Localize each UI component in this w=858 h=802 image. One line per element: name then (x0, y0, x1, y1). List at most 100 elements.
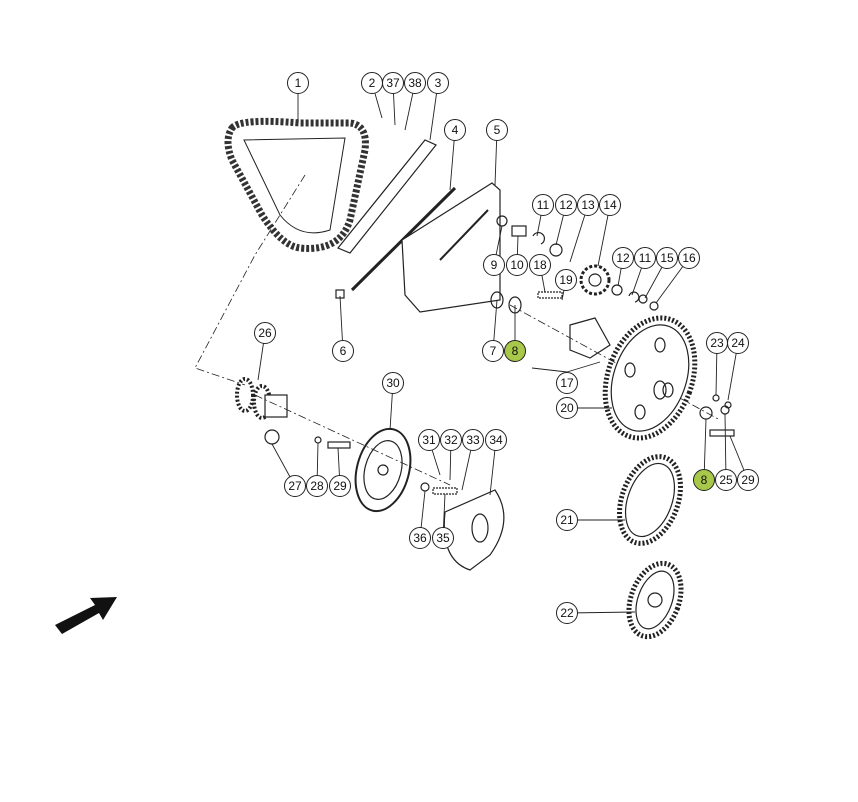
callout-2[interactable]: 2 (361, 72, 383, 94)
callout-label: 24 (731, 336, 745, 350)
callout-13[interactable]: 13 (577, 194, 599, 216)
callout-circle (612, 247, 634, 269)
callout-label: 6 (340, 344, 347, 358)
callout-circle (427, 72, 449, 94)
callout-circle (737, 469, 759, 491)
callout-circle (483, 254, 505, 276)
callout-circle (556, 509, 578, 531)
callout-4[interactable]: 4 (444, 119, 466, 141)
callout-12[interactable]: 12 (555, 194, 577, 216)
callout-15[interactable]: 15 (656, 247, 678, 269)
callout-25[interactable]: 25 (715, 469, 737, 491)
callout-label: 22 (560, 606, 574, 620)
callout-14[interactable]: 14 (599, 194, 621, 216)
callout-label: 14 (603, 198, 617, 212)
callout-18[interactable]: 18 (529, 254, 551, 276)
callout-circle (382, 72, 404, 94)
callout-label: 21 (560, 513, 574, 527)
leader-line (566, 611, 636, 614)
callout-22[interactable]: 22 (556, 602, 578, 624)
callout-circle (555, 269, 577, 291)
callout-circle (634, 247, 656, 269)
callout-16[interactable]: 16 (678, 247, 700, 269)
callout-circle (284, 475, 306, 497)
leader-line (531, 361, 601, 373)
callout-label: 3 (435, 76, 442, 90)
callout-30[interactable]: 30 (382, 372, 404, 394)
callout-label: 4 (452, 123, 459, 137)
callout-label: 17 (560, 376, 574, 390)
callout-circle (462, 429, 484, 451)
callout-label: 5 (494, 123, 501, 137)
callout-label: 19 (559, 273, 573, 287)
callout-29[interactable]: 29 (329, 475, 351, 497)
callout-28[interactable]: 28 (306, 475, 328, 497)
plate-part (337, 139, 437, 254)
callout-11[interactable]: 11 (532, 194, 554, 216)
callout-circle (382, 372, 404, 394)
callout-label: 13 (581, 198, 595, 212)
callout-12[interactable]: 12 (612, 247, 634, 269)
callout-circle (418, 429, 440, 451)
callout-8-highlighted[interactable]: 8 (693, 469, 715, 491)
callout-circle (577, 194, 599, 216)
callout-circle (506, 254, 528, 276)
callout-circle (404, 72, 426, 94)
callout-label: 8 (512, 344, 519, 358)
callout-19[interactable]: 19 (555, 269, 577, 291)
callout-circle (440, 429, 462, 451)
callout-label: 23 (710, 336, 724, 350)
callout-7[interactable]: 7 (482, 340, 504, 362)
callout-circle (556, 372, 578, 394)
callout-29[interactable]: 29 (737, 469, 759, 491)
callout-20[interactable]: 20 (556, 397, 578, 419)
callout-8-highlighted[interactable]: 8 (504, 340, 526, 362)
gear-20 (602, 315, 698, 441)
callout-circle (727, 332, 749, 354)
callout-23[interactable]: 23 (706, 332, 728, 354)
callout-26[interactable]: 26 (254, 322, 276, 344)
callout-circle (555, 194, 577, 216)
callout-5[interactable]: 5 (486, 119, 508, 141)
callout-6[interactable]: 6 (332, 340, 354, 362)
callout-label: 1 (295, 76, 302, 90)
callout-21[interactable]: 21 (556, 509, 578, 531)
callout-31[interactable]: 31 (418, 429, 440, 451)
callout-38[interactable]: 38 (404, 72, 426, 94)
callout-label: 15 (660, 251, 674, 265)
callout-label: 35 (436, 531, 450, 545)
callout-label: 38 (408, 76, 422, 90)
callout-label: 29 (333, 479, 347, 493)
callout-circle (656, 247, 678, 269)
callout-37[interactable]: 37 (382, 72, 404, 94)
callout-32[interactable]: 32 (440, 429, 462, 451)
leader-line (724, 413, 727, 481)
callout-label: 10 (510, 258, 524, 272)
callout-33[interactable]: 33 (462, 429, 484, 451)
callout-35[interactable]: 35 (432, 527, 454, 549)
callout-circle (432, 527, 454, 549)
callout-label: 26 (258, 326, 272, 340)
callout-circle (556, 397, 578, 419)
callout-label: 12 (616, 251, 630, 265)
callout-24[interactable]: 24 (727, 332, 749, 354)
callout-17[interactable]: 17 (556, 372, 578, 394)
callout-10[interactable]: 10 (506, 254, 528, 276)
callout-circle (504, 340, 526, 362)
callout-36[interactable]: 36 (409, 527, 431, 549)
callout-9[interactable]: 9 (483, 254, 505, 276)
callout-circle (329, 475, 351, 497)
callout-34[interactable]: 34 (485, 429, 507, 451)
callout-27[interactable]: 27 (284, 475, 306, 497)
callout-1[interactable]: 1 (287, 72, 309, 94)
callout-3[interactable]: 3 (427, 72, 449, 94)
callout-label: 7 (490, 344, 497, 358)
callout-circle (599, 194, 621, 216)
callout-11[interactable]: 11 (634, 247, 656, 269)
callout-label: 37 (386, 76, 400, 90)
callout-circle (556, 602, 578, 624)
callout-label: 11 (639, 251, 652, 265)
callout-circle (332, 340, 354, 362)
callout-label: 31 (422, 433, 436, 447)
